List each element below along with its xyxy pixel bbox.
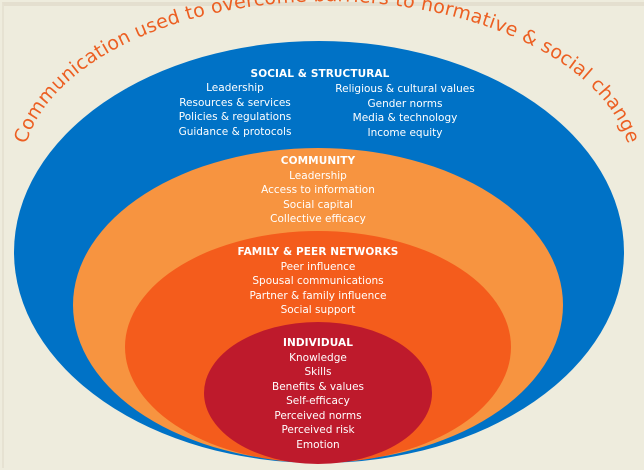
community-item: Access to information xyxy=(261,184,375,196)
individual-item: Self-efficacy xyxy=(286,395,350,407)
individual-item: Skills xyxy=(304,366,332,378)
family-peer-item: Peer influence xyxy=(280,260,356,273)
social-structural-item: Religious & cultural values xyxy=(335,83,475,95)
social-structural-item: Resources & services xyxy=(179,96,291,109)
family-peer-block: FAMILY & PEER NETWORKS Peer influence Sp… xyxy=(198,245,438,318)
individual-title: INDIVIDUAL xyxy=(282,337,354,349)
ellipse-individual xyxy=(204,322,432,464)
social-structural-item: Policies & regulations xyxy=(178,111,292,123)
social-structural-left-column: Leadership Resources & services Policies… xyxy=(160,81,310,139)
individual-block: INDIVIDUAL Knowledge Skills Benefits & v… xyxy=(238,336,398,452)
individual-item: Emotion xyxy=(296,438,340,451)
community-title: COMMUNITY xyxy=(280,155,356,167)
social-structural-right-column: Religious & cultural values Gender norms… xyxy=(325,82,485,140)
social-structural-item: Guidance & protocols xyxy=(178,125,292,138)
community-item: Collective efficacy xyxy=(270,213,366,225)
social-structural-item: Gender norms xyxy=(367,97,443,110)
family-peer-item: Partner & family influence xyxy=(249,289,387,302)
family-peer-item: Social support xyxy=(280,304,356,316)
family-peer-title: FAMILY & PEER NETWORKS xyxy=(237,246,399,258)
family-peer-item: Spousal communications xyxy=(252,275,384,287)
community-item: Leadership xyxy=(289,169,347,182)
individual-item: Perceived risk xyxy=(281,424,355,436)
individual-item: Perceived norms xyxy=(274,409,362,422)
social-structural-item: Leadership xyxy=(206,82,264,94)
community-item: Social capital xyxy=(283,198,353,211)
social-structural-item: Media & technology xyxy=(352,112,458,124)
community-block: COMMUNITY Leadership Access to informati… xyxy=(218,154,418,227)
social-structural-block: SOCIAL & STRUCTURAL xyxy=(180,67,460,82)
social-structural-title: SOCIAL & STRUCTURAL xyxy=(250,68,390,80)
social-structural-item: Income equity xyxy=(367,126,443,139)
individual-item: Benefits & values xyxy=(272,380,364,393)
individual-item: Knowledge xyxy=(289,351,347,364)
